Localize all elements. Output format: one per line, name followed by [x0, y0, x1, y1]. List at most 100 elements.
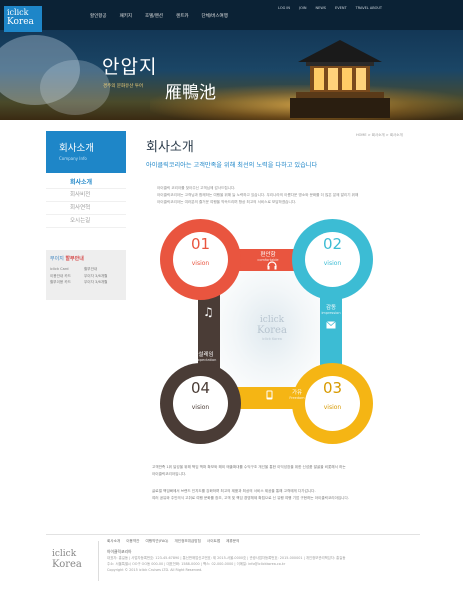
utility-links: LOG IN JOIN NEWS EVENT TRAVEL ABOUT [278, 6, 382, 10]
vision-diagram: iclick Korea iclick Korea 01 vision 02 v… [150, 217, 390, 449]
installment-row-left: 할부이용 카드 [50, 280, 71, 284]
footer-logo: iclick Korea [52, 549, 82, 570]
nav-item-flight[interactable]: 할인항공 [90, 14, 107, 19]
page-title: 회사소개 [146, 140, 194, 155]
sidebar-item-company[interactable]: 회사소개 [46, 176, 126, 189]
intro-text: 아이클릭 코리아를 찾아주신 고객님께 감사드립니다. 아이클릭코리아는 고객님… [157, 185, 427, 206]
center-panel [220, 271, 320, 387]
intro-line: 아이클릭코리아는 고객님과 함께하는 여행을 위해 늘 노력하고 있습니다. 우… [157, 193, 359, 197]
installment-title-prefix: 무이지 [50, 256, 64, 262]
ring-inner [305, 376, 360, 431]
footer-info-line: 주소: 서울특별시 OO구 OO동 000-00 | 대표전화: 1588-00… [107, 562, 286, 566]
nav-item-group-tour[interactable]: 단체/버스여행 [201, 14, 228, 19]
body-line: 여러 공유와 주인의식 고취로 여행 문화를 창조, 고객 및 책임 경영체제 … [152, 495, 349, 500]
connector-subtitle: impression [321, 311, 341, 315]
phone-icon [266, 390, 273, 403]
connector-label-freedom: 가유 Freedom [277, 388, 317, 400]
installment-row: 할부이용 카드 무이자 3/6개월 [50, 279, 122, 286]
ring-inner [173, 376, 228, 431]
connector-subtitle: comfortable [257, 258, 279, 262]
tree-decoration [40, 60, 110, 115]
sidebar-heading: 회사소개 Company Info [46, 131, 126, 173]
ring-inner [173, 232, 228, 287]
util-news[interactable]: NEWS [315, 6, 327, 10]
hero-title: 안압지 [102, 56, 158, 78]
ring-inner [305, 232, 360, 287]
center-logo-line1: iclick [259, 315, 285, 325]
company-description-2: 글로벌 책임빠에서 브랜드 인지도를 강화하며 최고의 제품과 최상의 서비스 … [152, 488, 432, 501]
footer-link-privacy[interactable]: 개인정보취급방침 [174, 539, 201, 543]
util-join[interactable]: JOIN [299, 6, 307, 10]
connector-subtitle: Freedom [289, 396, 305, 400]
footer-info-line: 대표자: 홍길동 | 사업자등록번호: 123-45-67890 | 통신판매업… [107, 556, 346, 560]
vision-number: 02 [322, 235, 343, 253]
sidebar-item-vision[interactable]: 회사비전 [46, 189, 126, 202]
breadcrumb: HOME > 회사소개 > 회사소개 [356, 133, 403, 137]
center-logo: iclick Korea iclick Korea [242, 315, 302, 341]
logo-line2: Korea [7, 17, 34, 27]
body-line: 고객만족 1위 달성을 위해 책임 백퍼 확보와 해외 매출확대를 수익구조 개… [152, 465, 346, 469]
tree-decoration [0, 35, 80, 105]
footer-link-travel-terms[interactable]: 여행약관(FAQ) [145, 539, 169, 543]
footer-logo-line2: Korea [52, 559, 82, 570]
footer-company-name: 아이클릭코리아 [107, 549, 132, 554]
util-travel-about[interactable]: TRAVEL ABOUT [355, 6, 383, 10]
top-header: iclick Korea 할인항공 패키지 호텔/펜션 렌트카 단체/버스여행 … [0, 0, 463, 32]
installment-row-right: 무이자 3/6개월 [84, 280, 108, 284]
connector-title: 설레임 [198, 352, 214, 358]
footer-link-terms[interactable]: 이용약관 [126, 539, 140, 543]
footer-links: 회사소개 이용약관 여행약관(FAQ) 개인정보취급방침 사이트맵 제휴문의 [107, 539, 239, 544]
vision-circle-02: 02 vision [292, 219, 373, 300]
footer-copyright: Copyright © 2015 iclick Cruises LTD. All… [107, 568, 203, 572]
connector-label-impression: 감동 impression [314, 303, 348, 315]
vision-number: 04 [190, 379, 211, 397]
connector-label-comfort: 편안함 comfortable [248, 250, 288, 262]
sidebar-heading-title: 회사소개 [59, 143, 94, 154]
body-line: 글로벌 책임빠에서 브랜드 인지도를 강화하며 최고의 제품과 최상의 서비스 … [152, 489, 316, 493]
installment-info-box: 무이지 할부안내 iclick Card 할부안내 이용안내 카드 무이자 3/… [46, 250, 126, 300]
body-line: 아이클릭코리아입니다. [152, 471, 187, 476]
installment-row-right: 무이자 3/6개월 [84, 273, 108, 278]
footer-link-about[interactable]: 회사소개 [107, 539, 121, 543]
installment-title-highlight: 할부안내 [65, 256, 84, 262]
footer-info: 아이클릭코리아 대표자: 홍길동 | 사업자등록번호: 123-45-67890… [107, 549, 427, 573]
sidebar-item-history[interactable]: 회사연혁 [46, 202, 126, 215]
hero-title-hanja: 雁鴨池 [165, 83, 216, 103]
music-note-icon: ♫ [203, 305, 214, 319]
footer-divider [46, 534, 420, 535]
company-description-1: 고객만족 1위 달성을 위해 책임 백퍼 확보와 해외 매출확대를 수익구조 개… [152, 464, 432, 477]
nav-item-package[interactable]: 패키지 [119, 14, 132, 19]
page-subtitle: 아이클릭코리아는 고객만족을 위해 최선의 노력을 다하고 있습니다 [146, 162, 318, 169]
connector-title: 편안함 [260, 252, 276, 258]
nav-item-hotel[interactable]: 호텔/펜션 [144, 14, 164, 19]
installment-row-left: 이용안내 카드 [50, 273, 71, 278]
sidebar-heading-subtitle: Company Info [59, 156, 87, 161]
vision-label: vision [323, 404, 342, 411]
vision-number: 01 [190, 235, 211, 253]
footer-link-sitemap[interactable]: 사이트맵 [206, 539, 221, 543]
connector-subtitle: expectation [195, 358, 217, 362]
headphones-icon [267, 261, 277, 273]
sidebar-item-location[interactable]: 오시는길 [46, 215, 126, 228]
util-login[interactable]: LOG IN [278, 6, 291, 10]
vision-circle-04: 04 vision [160, 363, 241, 444]
installment-row-left: iclick Card [50, 267, 69, 271]
connector-title: 감동 [325, 305, 337, 311]
intro-line: 아이클릭 코리아를 찾아주신 고객님께 감사드립니다. [157, 186, 236, 190]
main-nav: 할인항공 패키지 호텔/펜션 렌트카 단체/버스여행 [90, 13, 228, 19]
util-event[interactable]: EVENT [335, 6, 347, 10]
center-logo-caption: iclick Korea [262, 337, 282, 341]
mail-icon [326, 321, 336, 332]
brand-logo[interactable]: iclick Korea [4, 6, 42, 32]
installment-box-title: 무이지 할부안내 [50, 255, 122, 262]
vision-circle-01: 01 vision [160, 219, 241, 300]
vision-label: vision [191, 404, 210, 411]
footer-logo-line1: iclick [52, 549, 77, 559]
nav-item-rentcar[interactable]: 렌트카 [176, 14, 189, 19]
hero-subtitle: 경주의 문화유산 투어 [103, 84, 144, 89]
vision-label: vision [323, 260, 342, 267]
installment-row-right: 할부안내 [84, 267, 98, 271]
footer-link-partnership[interactable]: 제휴문의 [226, 539, 240, 543]
pavilion-illustration [290, 40, 390, 118]
connector-title: 가유 [291, 390, 303, 396]
